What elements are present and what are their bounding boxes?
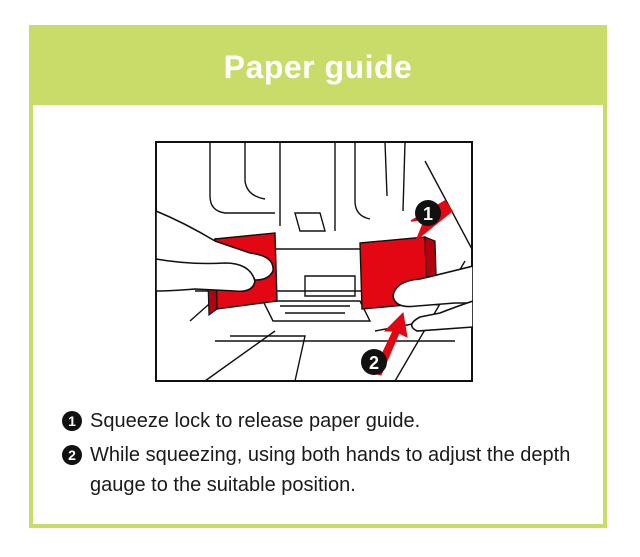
step-number-1-icon: 1 [62, 411, 82, 431]
step-number-2-icon: 2 [62, 445, 82, 465]
card-header: Paper guide [33, 29, 603, 105]
step-2: 2 While squeezing, using both hands to a… [62, 440, 602, 500]
step-1-text: Squeeze lock to release paper guide. [90, 410, 421, 432]
step-1: 1 Squeeze lock to release paper guide. [62, 406, 602, 436]
paper-guide-illustration: 1 2 [155, 141, 473, 382]
callout-2-icon: 2 [361, 349, 387, 375]
instruction-steps: 1 Squeeze lock to release paper guide. 2… [62, 406, 602, 500]
hands [155, 209, 473, 332]
callout-1-icon: 1 [415, 200, 441, 226]
step-2-text: While squeezing, using both hands to adj… [90, 444, 571, 496]
svg-text:2: 2 [369, 353, 379, 373]
svg-text:1: 1 [423, 204, 433, 224]
paper-guide-card: Paper guide [29, 25, 607, 528]
card-title: Paper guide [223, 48, 413, 85]
